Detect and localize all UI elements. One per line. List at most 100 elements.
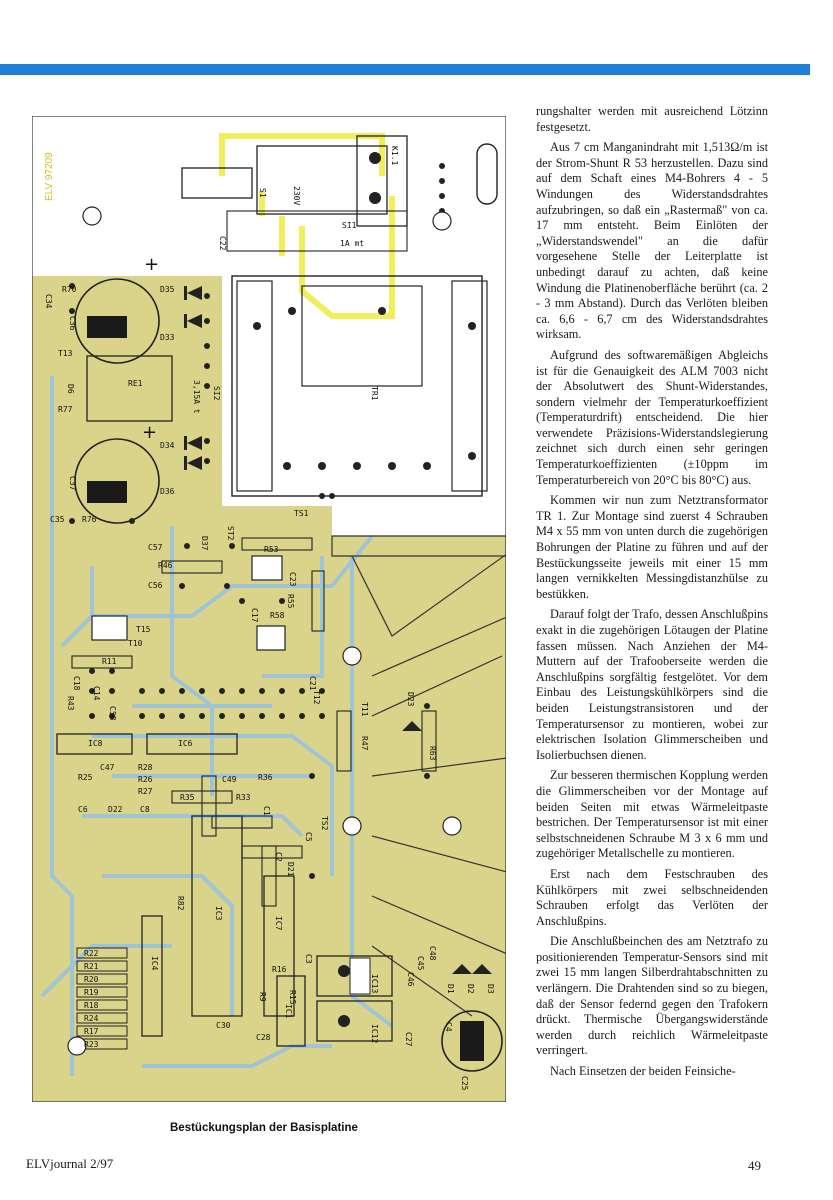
pcb-part-label: C17: [250, 608, 259, 623]
pcb-part-label: 230V: [292, 186, 301, 205]
article-paragraph: Zur besseren thermischen Kopplung werden…: [536, 768, 768, 861]
article-paragraph: Kommen wir nun zum Netztransformator TR …: [536, 493, 768, 601]
pcb-part-label: R36: [258, 773, 273, 782]
figure-caption: Bestückungsplan der Basisplatine: [170, 1122, 358, 1134]
pcb-part-label: C46: [406, 972, 415, 987]
pcb-part-label: C58: [108, 706, 117, 721]
article-paragraph: Die Anschlußbeinchen des am Netztrafo zu…: [536, 934, 768, 1058]
pcb-part-label: D23: [406, 692, 415, 707]
pcb-part-label: C57: [148, 543, 163, 552]
pcb-part-label: C25: [460, 1076, 469, 1091]
article-paragraph: Aufgrund des softwaremäßigen Abgleichs i…: [536, 347, 768, 487]
pcb-part-label: C34: [44, 294, 53, 309]
pcb-part-label: C3: [304, 954, 313, 964]
pcb-part-label: R15: [288, 990, 297, 1005]
pcb-part-label: T10: [128, 639, 143, 648]
pcb-part-label: C22: [218, 236, 227, 251]
pcb-part-label: T13: [58, 349, 73, 358]
pcb-part-label: IC12: [370, 1024, 379, 1043]
article-paragraph: Erst nach dem Festschrauben des Kühlkörp…: [536, 866, 768, 928]
pcb-part-label: C18: [72, 676, 81, 691]
pcb-part-label: R19: [84, 988, 99, 997]
journal-footer: ELVjournal 2/97: [26, 1156, 114, 1171]
pcb-part-label: R77: [58, 405, 73, 414]
pcb-part-label: C8: [140, 805, 150, 814]
pcb-part-label: IC6: [178, 739, 193, 748]
pcb-part-label: D37: [200, 536, 209, 551]
pcb-part-label: R58: [270, 611, 285, 620]
pcb-part-label: C27: [404, 1032, 413, 1047]
pcb-part-label: C14: [92, 686, 101, 701]
pcb-part-label: R35: [180, 793, 195, 802]
pcb-part-label: R17: [84, 1027, 99, 1036]
pcb-part-label: 3,15A t: [192, 380, 201, 414]
pcb-layout-figure: + +: [32, 116, 506, 1102]
pcb-part-label: R28: [138, 763, 153, 772]
pcb-part-label: R46: [158, 561, 173, 570]
pcb-part-label: R20: [84, 975, 99, 984]
pcb-part-label: IC1: [284, 1004, 293, 1019]
pcb-part-label: C30: [216, 1021, 231, 1030]
pcb-part-label: C23: [288, 572, 297, 587]
pcb-part-label: C21: [308, 676, 317, 691]
pcb-part-label: C47: [100, 763, 115, 772]
pcb-part-label: D22: [108, 805, 123, 814]
pcb-part-label: R26: [138, 775, 153, 784]
pcb-part-label: R23: [84, 1040, 99, 1049]
pcb-part-label: R25: [78, 773, 93, 782]
article-column: rungshalter werden mit ausreichend Lötzi…: [536, 104, 768, 1085]
pcb-part-label: C5: [304, 832, 313, 842]
pcb-part-label: R76: [82, 515, 97, 524]
pcb-part-label: R9: [258, 992, 267, 1002]
pcb-part-label: C48: [428, 946, 437, 961]
pcb-part-label: TR1: [370, 386, 379, 401]
pcb-part-label: RE1: [128, 379, 143, 388]
top-accent-bar: [0, 64, 810, 75]
svg-text:+: +: [142, 422, 157, 443]
pcb-part-label: C1: [262, 806, 271, 816]
pcb-part-label: R27: [138, 787, 153, 796]
board-marking: ELV 97209: [44, 152, 55, 201]
pcb-part-label: IC13: [370, 974, 379, 993]
pcb-part-label: D35: [160, 285, 175, 294]
pcb-part-label: T12: [312, 690, 321, 705]
pcb-part-label: R11: [102, 657, 117, 666]
pcb-part-label: R55: [286, 594, 295, 609]
pcb-part-label: ST2: [226, 526, 235, 541]
pcb-part-label: C28: [256, 1033, 271, 1042]
pcb-part-label: S1: [258, 188, 267, 198]
svg-text:+: +: [144, 254, 159, 275]
pcb-part-label: D2: [466, 984, 475, 994]
pcb-part-label: C2: [274, 852, 283, 862]
pcb-part-label: IC4: [150, 956, 159, 971]
pcb-part-label: C45: [416, 956, 425, 971]
pcb-part-label: C49: [222, 775, 237, 784]
pcb-part-label: D33: [160, 333, 175, 342]
pcb-part-label: D3: [486, 984, 495, 994]
pcb-part-label: R53: [264, 545, 279, 554]
pcb-part-label: R47: [360, 736, 369, 751]
pcb-part-label: R21: [84, 962, 99, 971]
pcb-part-label: IC3: [214, 906, 223, 921]
pcb-part-label: SI1: [342, 221, 357, 230]
pcb-part-label: R22: [84, 949, 99, 958]
pcb-part-label: C4: [444, 1022, 453, 1032]
pcb-part-label: D1: [446, 984, 455, 994]
pcb-part-label: C37: [68, 476, 77, 491]
pcb-part-label: C35: [50, 515, 65, 524]
article-paragraph: Aus 7 cm Manganindraht mit 1,513Ω/m ist …: [536, 140, 768, 342]
pcb-part-label: K1.1: [390, 146, 399, 165]
pcb-part-label: R63: [428, 746, 437, 761]
pcb-part-label: TS2: [320, 816, 329, 831]
pcb-part-label: T15: [136, 625, 151, 634]
pcb-part-label: 1A mt: [340, 239, 364, 248]
pcb-part-label: R33: [236, 793, 251, 802]
article-paragraph: Nach Einsetzen der beiden Feinsiche-: [550, 1064, 736, 1079]
pcb-part-label: IC8: [88, 739, 103, 748]
pcb-part-label: R18: [84, 1001, 99, 1010]
pcb-part-label: R24: [84, 1014, 99, 1023]
pcb-part-label: TS1: [294, 509, 309, 518]
pcb-part-label: D21: [286, 862, 295, 877]
pcb-part-label: IC7: [274, 916, 283, 931]
pcb-part-label: SI2: [212, 386, 221, 401]
